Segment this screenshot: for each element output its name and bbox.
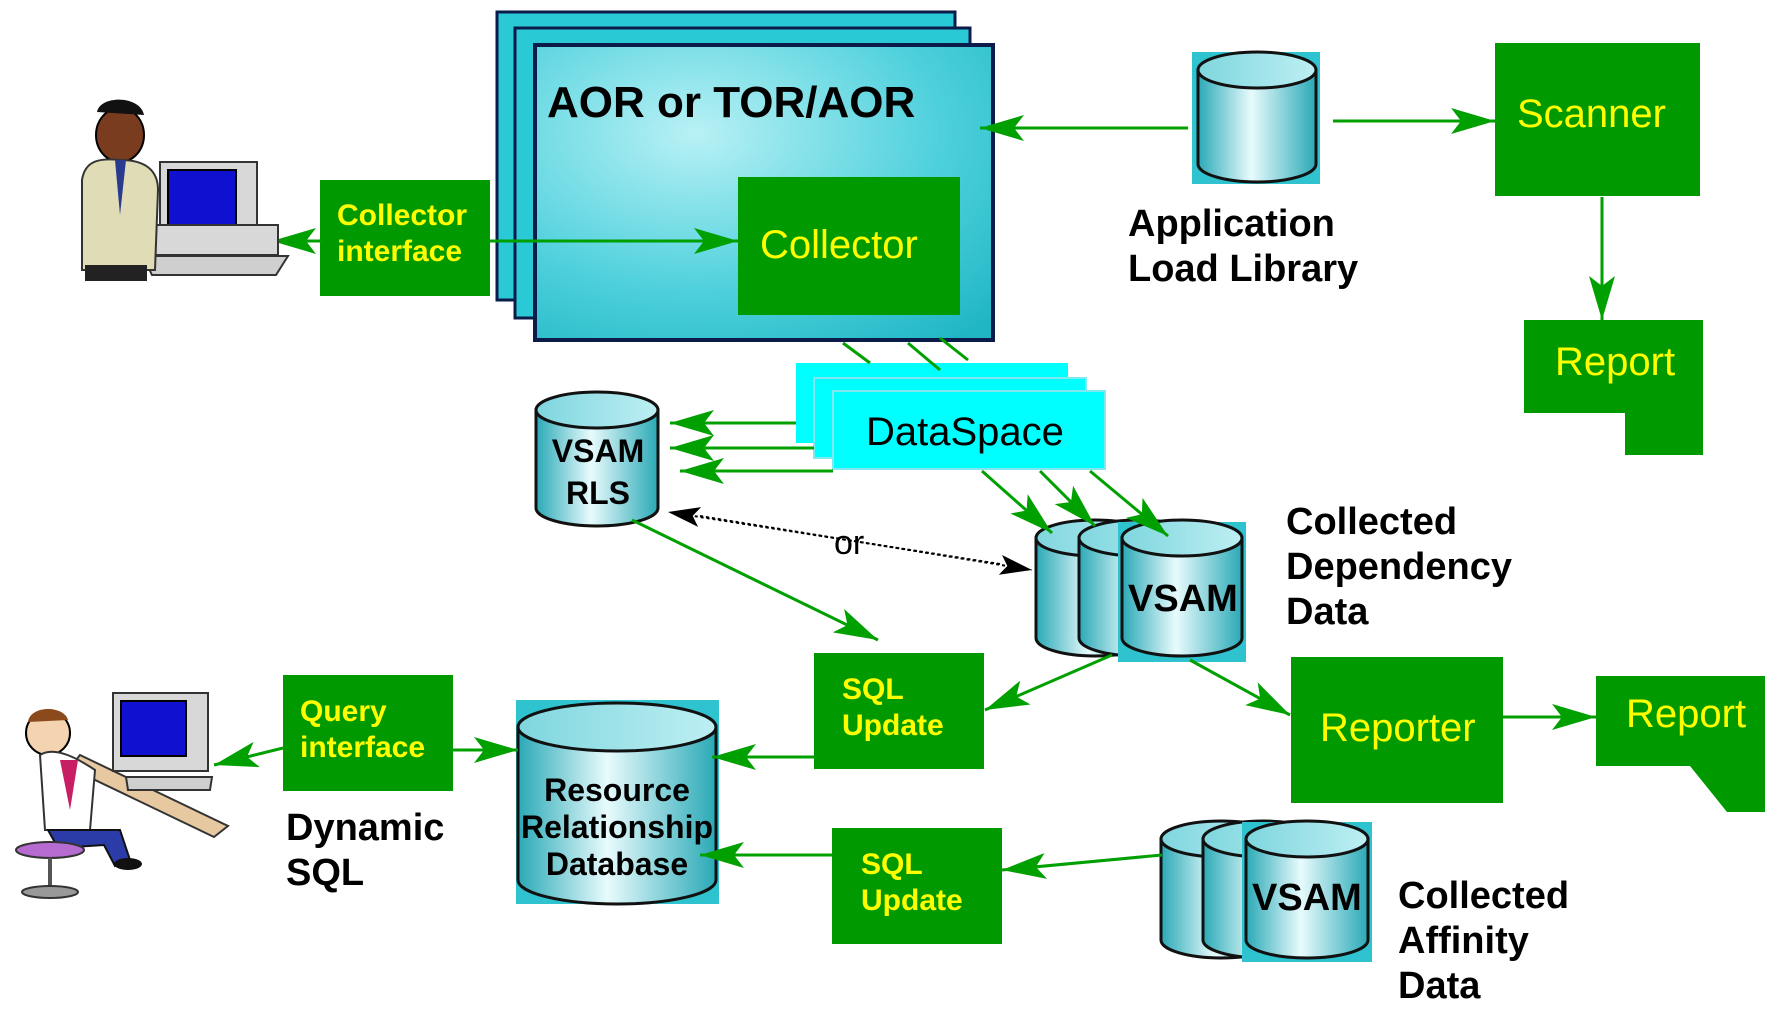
reporter-box	[1291, 657, 1503, 803]
vsam-rls-cylinder	[534, 390, 660, 528]
collector-box	[738, 177, 960, 315]
collector-interface-box	[320, 180, 490, 296]
vsam-dependency-label: VSAM	[1128, 578, 1238, 620]
or-connector	[667, 507, 1033, 575]
user-at-computer-icon	[81, 99, 290, 281]
region-title: AOR or TOR/AOR	[547, 78, 916, 127]
sql-update-2-box	[832, 828, 1002, 944]
dynamic-sql-label: Dynamic SQL	[286, 807, 445, 894]
sql-update-1-box	[814, 653, 984, 769]
report-bottom-label: Report	[1626, 692, 1747, 736]
reporter-label: Reporter	[1320, 706, 1476, 750]
vsam-affinity-stack	[1159, 819, 1372, 962]
application-load-library-label: Application Load Library	[1128, 203, 1359, 290]
dataspace-stack	[796, 363, 1106, 470]
collector-interface-label: Collector interface	[337, 199, 468, 268]
report-top-label: Report	[1555, 340, 1676, 384]
or-label: or	[834, 524, 865, 562]
dataspace-label: DataSpace	[866, 410, 1064, 454]
scanner-box	[1495, 43, 1700, 196]
collected-affinity-label: Collected Affinity Data	[1398, 875, 1570, 1007]
application-load-library-cylinder	[1192, 50, 1320, 184]
report-bottom-box	[1596, 676, 1765, 812]
vsam-affinity-label: VSAM	[1252, 877, 1362, 919]
sql-update-1-label: SQL Update	[842, 673, 944, 742]
rrdb-label: Resource Relationship Database	[520, 772, 713, 882]
collected-dependency-label: Collected Dependency Data	[1286, 501, 1512, 633]
scanner-label: Scanner	[1517, 92, 1666, 136]
collector-label: Collector	[760, 223, 918, 267]
vsam-dependency-stack	[1034, 518, 1246, 662]
connectors	[213, 108, 1615, 879]
query-interface-label: Query interface	[300, 695, 426, 764]
resource-relationship-database-cylinder	[516, 700, 719, 906]
sql-update-2-label: SQL Update	[861, 848, 963, 917]
seated-user-at-computer-icon	[15, 692, 230, 899]
report-top-box	[1524, 320, 1703, 455]
vsam-rls-label: VSAM RLS	[551, 433, 645, 511]
query-interface-box	[283, 675, 453, 791]
